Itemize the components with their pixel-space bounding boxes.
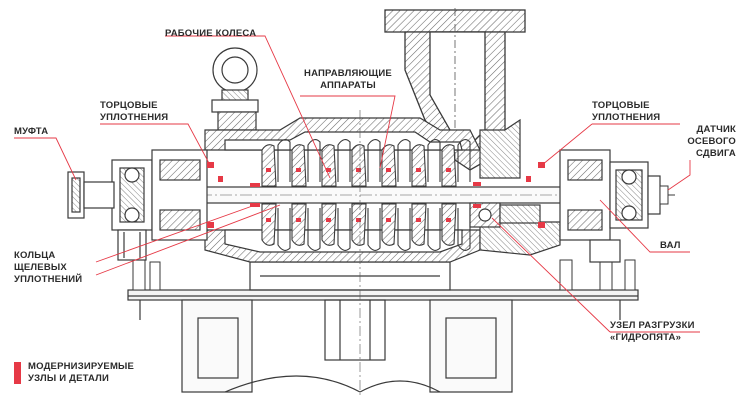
legend-line1: МОДЕРНИЗИРУЕМЫЕ [28,361,135,372]
label-seals-left-line2: УПЛОТНЕНИЯ [100,112,169,123]
diffuser-upper-7 [457,139,471,182]
impeller-accent-lower-4 [356,218,361,222]
label-shaft: ВАЛ [660,240,681,251]
label-axial-sensor-line2: ОСЕВОГО [687,136,736,147]
diffuser-upper-2 [307,139,321,182]
impeller-accent-upper-5 [386,168,391,172]
suction-nozzle [211,47,259,131]
diffuser-lower-2 [307,208,321,251]
diffuser-upper-6 [427,139,441,182]
label-seal-rings-line3: УПЛОТНЕНИЙ [14,274,83,285]
base-bolts [132,259,636,291]
impeller-lower-3 [321,203,337,246]
label-diffusers: НАПРАВЛЯЮЩИЕ АППАРАТЫ [300,68,396,92]
left-bearing-housing [111,149,208,261]
axial-sensor [659,185,675,205]
diffuser-lower-7 [457,208,471,251]
impeller-upper-5 [381,144,397,187]
diffuser-lower-3 [337,208,351,251]
label-seals-left: ТОРЦОВЫЕ УПЛОТНЕНИЯ [100,100,168,124]
diffuser-lower-5 [397,208,411,251]
impeller-lower-6 [411,203,427,246]
diffuser-upper-4 [367,139,381,182]
legend-swatch [14,362,21,384]
coupling [67,171,115,219]
impeller-accent-lower-7 [446,218,451,222]
impeller-upper-6 [411,144,427,187]
label-balance-unit-line1: УЗЕЛ РАЗГРУЗКИ [610,320,695,331]
impeller-accent-upper-3 [326,168,331,172]
impeller-lower-2 [291,203,307,246]
diffuser-lower-4 [367,208,381,251]
base-frame [127,261,639,393]
balance-drum [469,202,541,228]
label-coupling: МУФТА [14,126,49,137]
impeller-lower-1 [261,203,277,246]
label-axial-sensor-line1: ДАТЧИК [696,124,736,135]
label-axial-sensor-line3: СДВИГА [695,148,736,159]
impeller-accent-lower-6 [416,218,421,222]
diffuser-lower-1 [277,208,291,251]
label-diffusers-line1: НАПРАВЛЯЮЩИЕ [304,68,392,79]
right-bearing-housing [559,149,661,263]
label-seals-right-line2: УПЛОТНЕНИЯ [592,112,661,123]
impeller-upper-2 [291,144,307,187]
impeller-lower-7 [441,203,457,246]
diffuser-upper-5 [397,139,411,182]
impeller-accent-upper-2 [296,168,301,172]
impeller-upper-7 [441,144,457,187]
label-impellers: РАБОЧИЕ КОЛЕСА [165,28,257,39]
legend-text: МОДЕРНИЗИРУЕМЫЕ УЗЛЫ И ДЕТАЛИ [28,361,134,385]
label-seals-right-line1: ТОРЦОВЫЕ [592,100,650,111]
diffuser-lower-6 [427,208,441,251]
leader-lines [14,35,700,333]
diffuser-upper-1 [277,139,291,182]
impeller-accent-lower-1 [266,218,271,222]
impeller-accent-upper-1 [266,168,271,172]
label-seals-right: ТОРЦОВЫЕ УПЛОТНЕНИЯ [592,100,660,124]
impeller-accent-lower-5 [386,218,391,222]
label-balance-unit: УЗЕЛ РАЗГРУЗКИ «ГИДРОПЯТА» [610,320,695,344]
impeller-lower-5 [381,203,397,246]
casing-upper [204,117,521,179]
impeller-upper-3 [321,144,337,187]
impeller-accent-lower-2 [296,218,301,222]
impeller-accent-upper-4 [356,168,361,172]
impeller-accent-upper-6 [416,168,421,172]
label-seal-rings-line2: ЩЕЛЕВЫХ [14,262,67,273]
stage-accent-marks [266,168,451,222]
label-diffusers-line2: АППАРАТЫ [320,80,376,91]
label-seal-rings-line1: КОЛЬЦА [14,250,56,261]
impeller-lower-4 [351,203,367,246]
label-axial-sensor: ДАТЧИК ОСЕВОГО СДВИГА [664,124,736,160]
diffuser-upper-3 [337,139,351,182]
impeller-upper-1 [261,144,277,187]
impeller-accent-upper-7 [446,168,451,172]
label-seal-rings: КОЛЬЦА ЩЕЛЕВЫХ УПЛОТНЕНИЙ [14,250,82,286]
impeller-stages [261,139,471,251]
impeller-accent-lower-3 [326,218,331,222]
label-balance-unit-line2: «ГИДРОПЯТА» [610,332,682,343]
impeller-upper-4 [351,144,367,187]
label-seals-left-line1: ТОРЦОВЫЕ [100,100,158,111]
legend-line2: УЗЛЫ И ДЕТАЛИ [28,373,110,384]
